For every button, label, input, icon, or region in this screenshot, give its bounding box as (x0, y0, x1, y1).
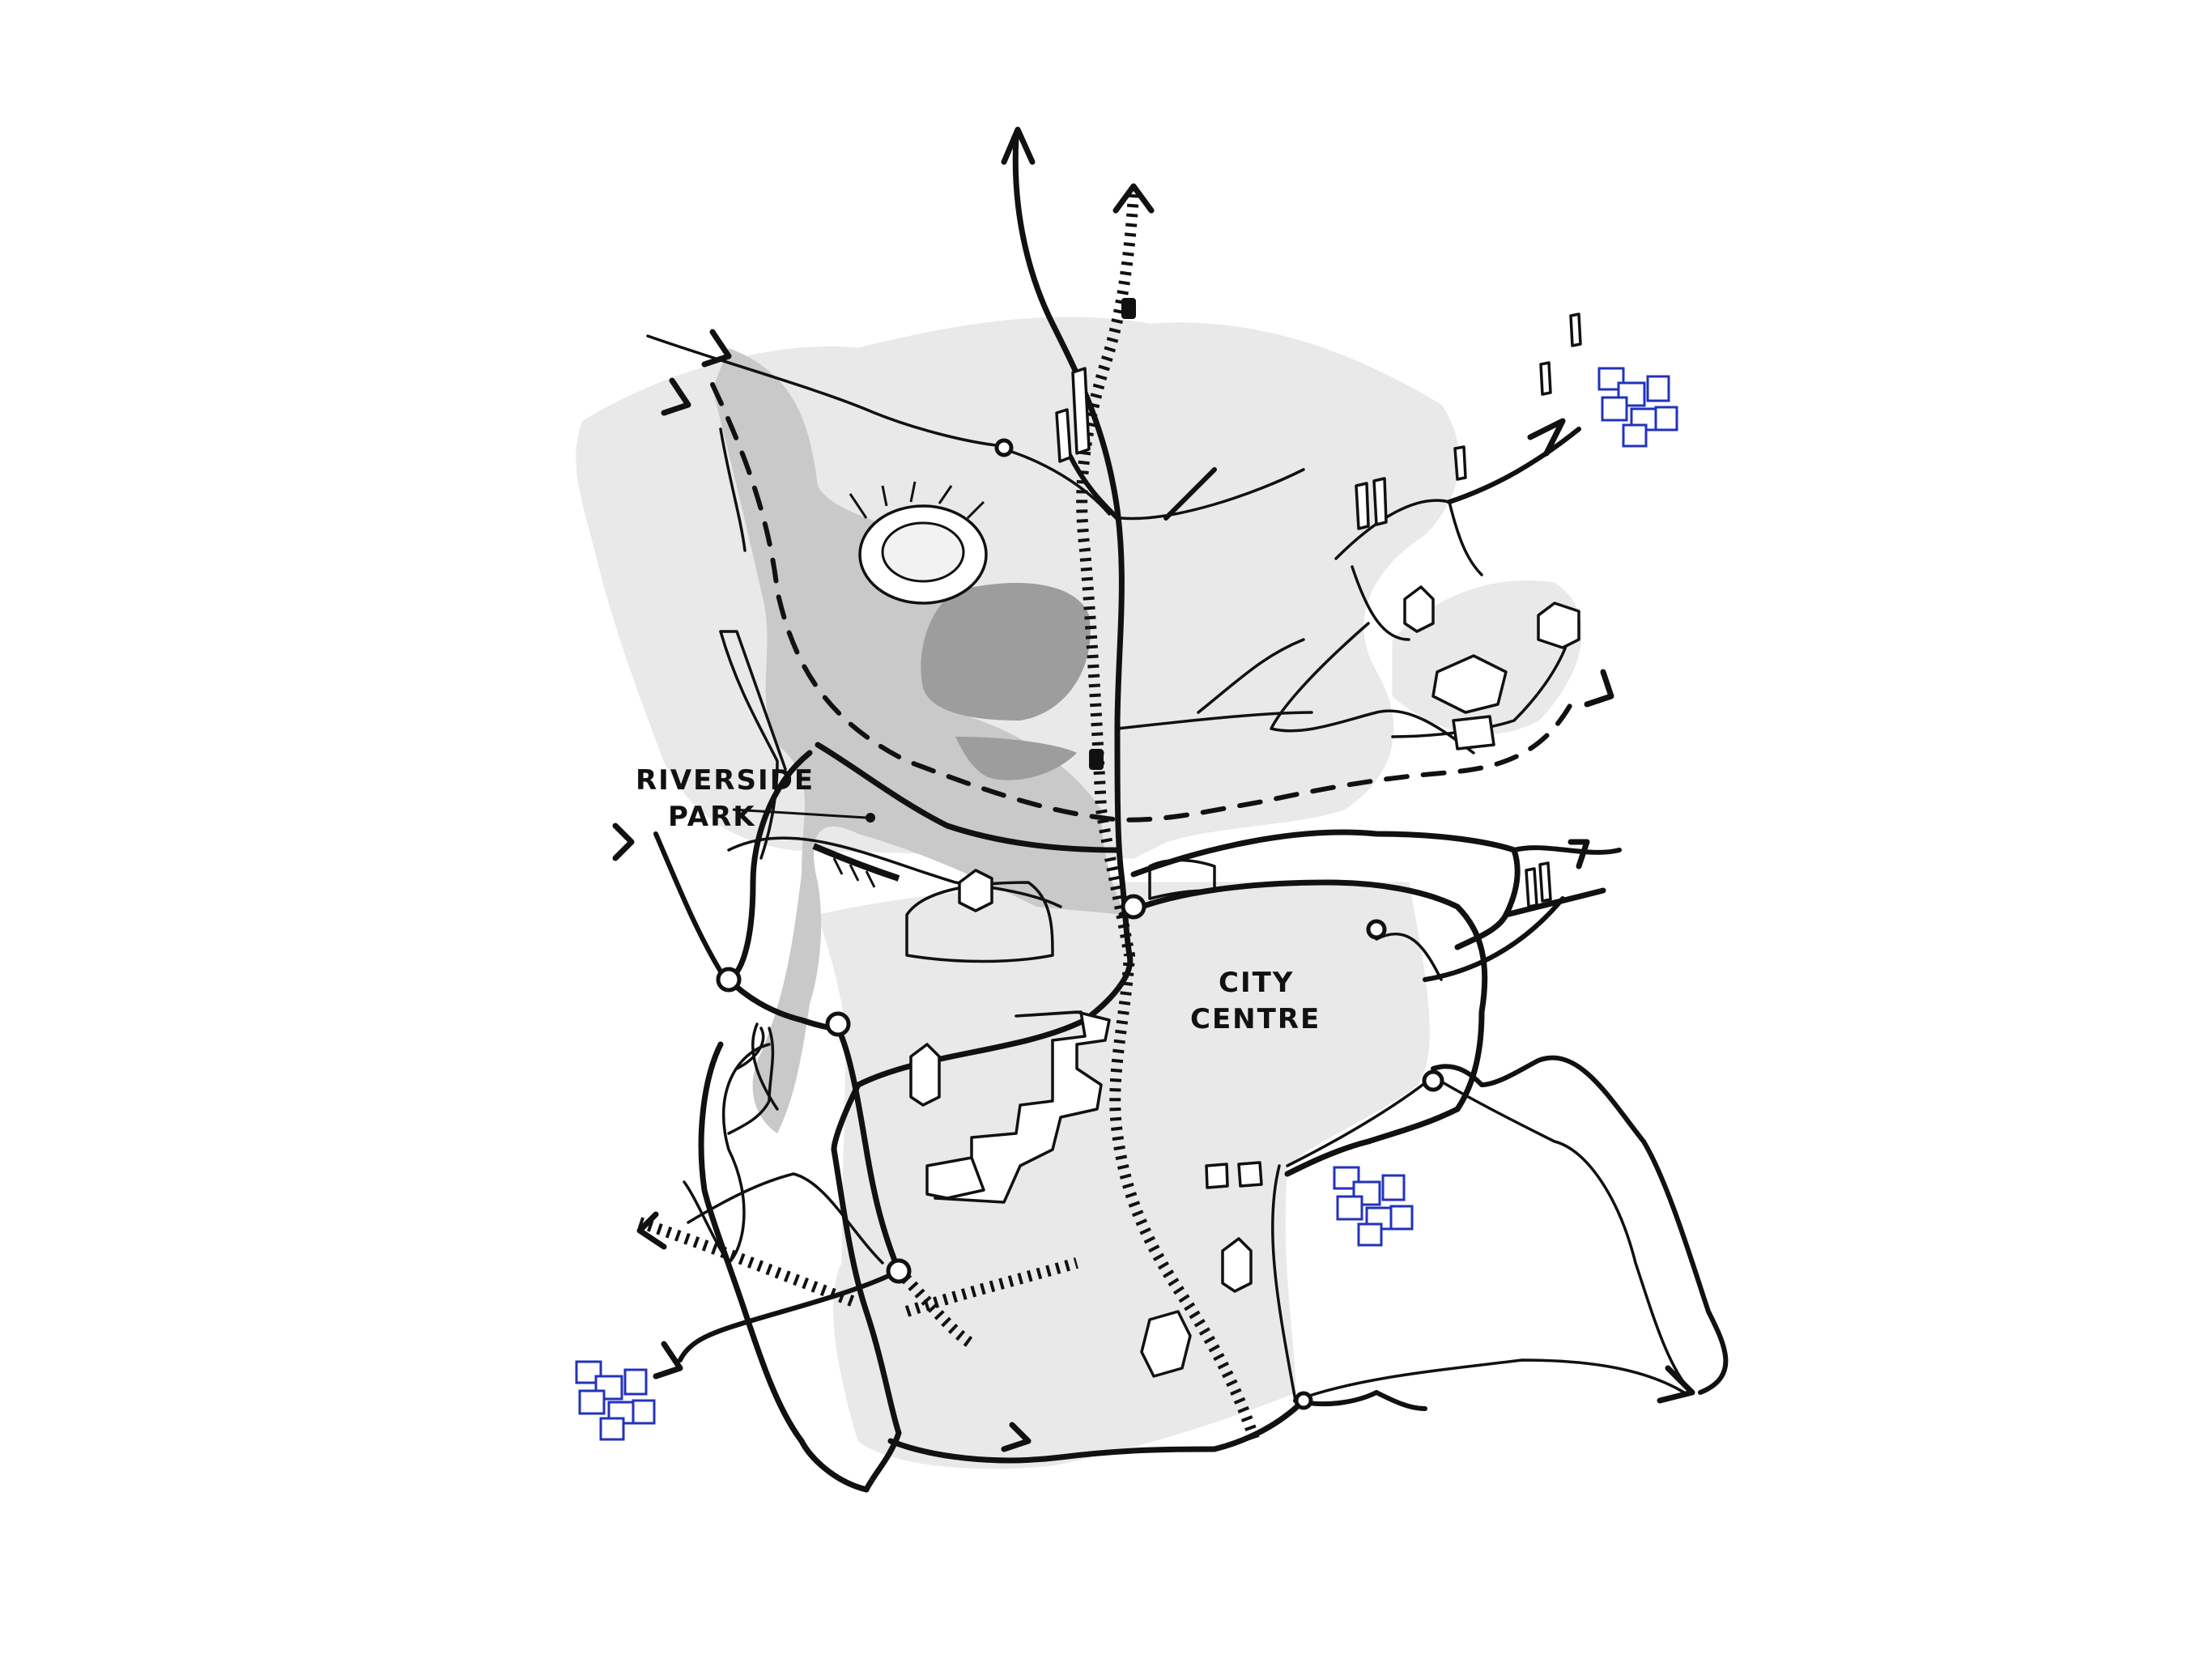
river-south-bank (1130, 829, 1521, 918)
lake-main (921, 583, 1091, 721)
tower-icon (1055, 312, 1582, 908)
district-outlines (646, 334, 1694, 1402)
western-arc (725, 750, 813, 983)
primary-roads (698, 134, 1606, 1493)
south-connector (831, 1146, 902, 1493)
direction-arrow-icon (612, 126, 1695, 1452)
stations (1089, 298, 1136, 770)
south-ring (1211, 1397, 1307, 1452)
riverside-park (713, 348, 1125, 1133)
river (710, 382, 1573, 823)
label-city: CITY (1219, 967, 1294, 999)
settlement-cluster-icon (575, 367, 1678, 1441)
city-centre-loop (1118, 879, 1488, 1112)
label-riverside: RIVERSIDE (636, 764, 815, 797)
inner-ring-west (831, 952, 1134, 1153)
junctions (716, 438, 1444, 1410)
label-centre: CENTRE (1190, 1003, 1321, 1035)
river-north-bank (815, 742, 1121, 853)
north-road (1012, 134, 1133, 959)
lake-small (955, 737, 1077, 780)
label-park: PARK (668, 801, 756, 833)
building-icon (909, 585, 1580, 1378)
radial-roads (653, 427, 1729, 1411)
map-labels: RIVERSIDE PARK CITY CENTRE (636, 764, 1321, 1035)
stadium-icon (849, 481, 988, 605)
east-ring (1284, 1106, 1461, 1177)
park-pavilion (812, 843, 900, 888)
